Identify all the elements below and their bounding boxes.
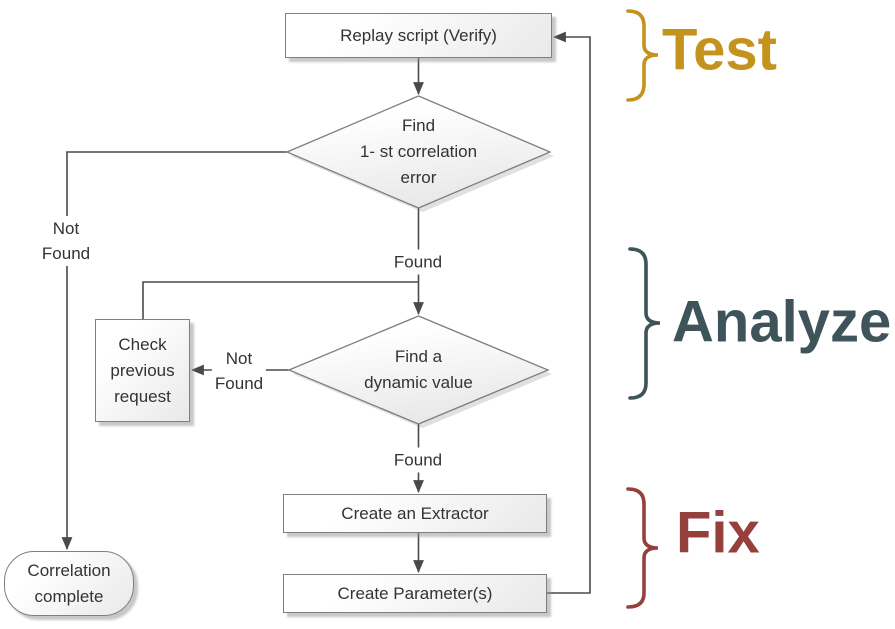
brace-test	[626, 9, 659, 102]
edge-label-not-found-left: Not Found	[38, 216, 94, 266]
node-replay-script: Replay script (Verify)	[285, 13, 552, 58]
brace-analyze	[628, 247, 661, 400]
node-create-extractor: Create an Extractor	[283, 494, 547, 533]
brace-fix	[626, 487, 659, 609]
decision-find-dynamic-value	[287, 315, 550, 425]
node-correlation-complete: Correlation complete	[4, 551, 134, 616]
decision-find-correlation-error	[285, 95, 552, 209]
edge-parameters-to-replay-loop	[547, 31, 591, 594]
edge-label-found-after-value: Found	[390, 447, 446, 473]
phase-label-analyze: Analyze	[672, 289, 892, 355]
node-create-parameters: Create Parameter(s)	[283, 574, 547, 613]
edge-label-found-after-error: Found	[390, 249, 446, 275]
edge-not-found-to-complete	[61, 151, 287, 551]
phase-label-test: Test	[662, 17, 777, 83]
node-check-previous-request: Check previous request	[95, 319, 190, 422]
phase-label-fix: Fix	[676, 500, 760, 566]
edge-check-previous-loop	[142, 281, 419, 319]
edge-label-not-found-mid: Not Found	[211, 346, 267, 396]
